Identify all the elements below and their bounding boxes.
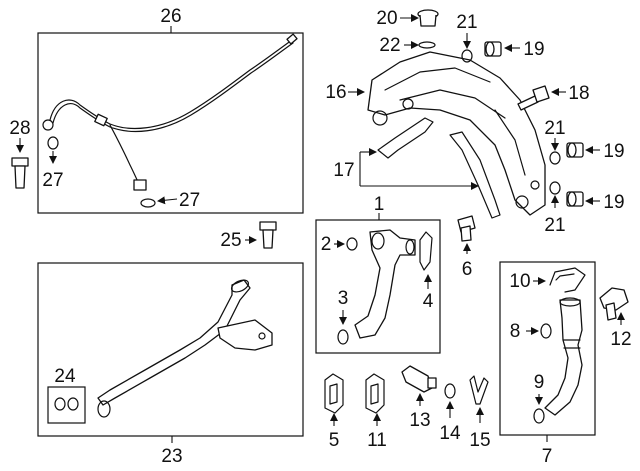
box-1 [315,219,441,354]
callout-27-right: 27 [179,190,200,211]
callout-7: 7 [542,446,553,467]
callout-11: 11 [367,430,387,451]
callout-5: 5 [329,430,340,451]
clip-11 [365,373,385,414]
clip-15 [469,375,489,405]
callout-26: 26 [160,6,181,27]
box-24 [47,386,86,424]
callout-1: 1 [374,194,385,215]
oring-9 [533,408,545,424]
bolt-12 [599,287,629,321]
oring-27-right [140,198,156,208]
callout-27-left: 27 [42,170,63,191]
callout-13: 13 [409,410,430,431]
hose-7 [544,297,583,416]
callout-17: 17 [333,160,354,181]
callout-3: 3 [338,288,349,309]
callout-19-bottom: 19 [603,192,624,213]
callout-25: 25 [220,230,241,251]
callout-9: 9 [534,372,545,393]
callout-18: 18 [568,83,589,104]
oring-24b [67,397,79,411]
bolt-18 [517,85,550,111]
clip-10 [549,267,586,293]
coolant-pipe-23 [97,279,273,418]
callout-6: 6 [462,259,473,280]
box-23 [37,262,304,437]
bolt-6 [457,215,476,242]
oring-2 [346,237,358,251]
sensor-13 [401,365,437,393]
box-26 [37,32,304,214]
hose-1 [354,229,416,339]
clip-4 [419,231,433,271]
plug-19-bottom [566,191,584,207]
callout-19-top: 19 [523,39,544,60]
cap-20 [417,9,439,27]
callout-21-top: 21 [456,12,477,33]
callout-2: 2 [321,234,332,255]
callout-22: 22 [379,35,400,56]
oring-21-middle [549,151,561,165]
harness-wire [42,33,298,191]
gasket-17 [377,117,501,219]
oring-8 [540,323,552,339]
callout-28: 28 [9,118,30,139]
oring-21-bottom [549,181,561,195]
callout-14: 14 [439,423,461,444]
callout-23: 23 [161,446,182,467]
plug-19-middle [566,142,584,158]
callout-8: 8 [510,321,521,342]
callout-10: 10 [509,271,530,292]
oring-21-top [461,49,473,63]
clip-5 [324,373,344,414]
callout-15: 15 [469,430,490,451]
oring-22 [418,41,436,49]
callout-16: 16 [325,82,346,103]
callout-19-middle: 19 [603,141,624,162]
callout-12: 12 [610,329,631,350]
callout-21-bottom: 21 [544,215,565,236]
callout-21-middle: 21 [544,118,565,139]
oring-3 [337,329,349,345]
bolt-25 [259,221,277,249]
plug-19-top [484,41,502,57]
oring-24a [54,397,66,411]
bolt-28 [11,157,29,189]
oring-14 [444,383,456,399]
callout-4: 4 [423,291,434,312]
oring-27-left [47,136,59,150]
callout-24: 24 [54,366,76,387]
callout-20: 20 [376,8,397,29]
water-manifold-16 [367,51,546,216]
